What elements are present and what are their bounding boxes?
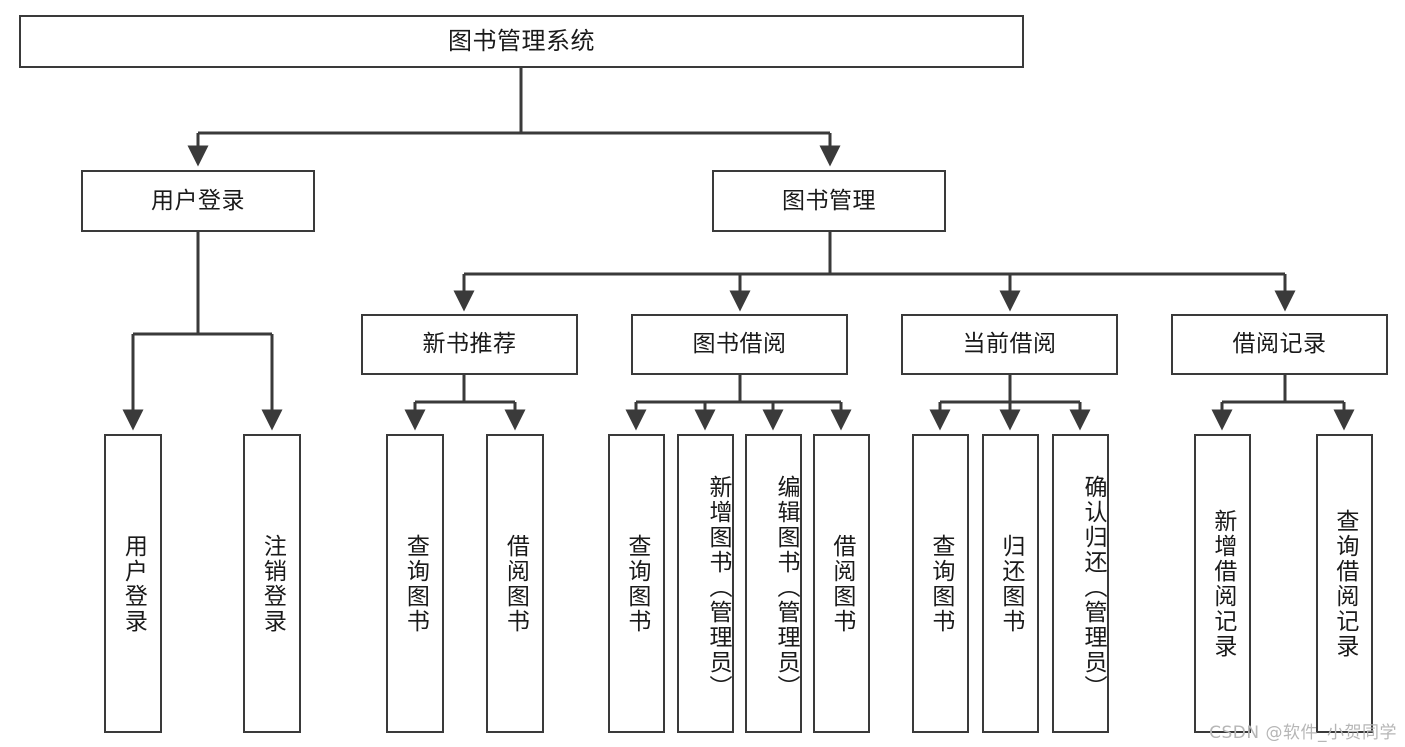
leaf-user-login[interactable]: 用户登录 — [104, 434, 162, 733]
node-label: 新增图书（管理员） — [705, 475, 731, 700]
leaf-edit-book[interactable]: 编辑图书（管理员） — [745, 434, 802, 733]
node-label: 借阅记录 — [1232, 331, 1327, 358]
node-label: 编辑图书（管理员） — [773, 475, 799, 700]
node-label: 确认归还（管理员） — [1080, 475, 1106, 700]
leaf-return-book[interactable]: 归还图书 — [982, 434, 1039, 733]
node-label: 借阅图书 — [502, 533, 529, 634]
node-label: 归还图书 — [997, 533, 1024, 634]
node-label: 用户登录 — [120, 533, 147, 634]
node-label: 新书推荐 — [422, 331, 517, 358]
node-label: 图书管理 — [782, 187, 876, 214]
node-user-login[interactable]: 用户登录 — [81, 170, 315, 232]
leaf-query-book-borrow[interactable]: 查询图书 — [608, 434, 665, 733]
node-label: 新增借阅记录 — [1209, 508, 1236, 659]
node-label: 查询借阅记录 — [1331, 508, 1358, 659]
node-label: 查询图书 — [623, 533, 650, 634]
node-label: 查询图书 — [927, 533, 954, 634]
node-label: 图书借阅 — [692, 331, 787, 358]
node-new-book-recommend[interactable]: 新书推荐 — [361, 314, 578, 375]
leaf-logout-login[interactable]: 注销登录 — [243, 434, 301, 733]
node-label: 图书管理系统 — [448, 26, 595, 55]
leaf-add-book[interactable]: 新增图书（管理员） — [677, 434, 734, 733]
node-book-borrow[interactable]: 图书借阅 — [631, 314, 848, 375]
node-label: 借阅图书 — [828, 533, 855, 634]
leaf-query-borrow-record[interactable]: 查询借阅记录 — [1316, 434, 1373, 733]
leaf-query-book-recommend[interactable]: 查询图书 — [386, 434, 444, 733]
node-current-borrow[interactable]: 当前借阅 — [901, 314, 1118, 375]
node-label: 用户登录 — [151, 187, 245, 214]
leaf-borrow-book-borrow[interactable]: 借阅图书 — [813, 434, 870, 733]
node-root-book-management-system[interactable]: 图书管理系统 — [19, 15, 1024, 68]
leaf-confirm-return[interactable]: 确认归还（管理员） — [1052, 434, 1109, 733]
leaf-add-borrow-record[interactable]: 新增借阅记录 — [1194, 434, 1251, 733]
node-label: 注销登录 — [259, 533, 286, 634]
node-borrow-record[interactable]: 借阅记录 — [1171, 314, 1388, 375]
node-label: 查询图书 — [402, 533, 429, 634]
leaf-borrow-book-recommend[interactable]: 借阅图书 — [486, 434, 544, 733]
node-book-manage[interactable]: 图书管理 — [712, 170, 946, 232]
node-label: 当前借阅 — [962, 331, 1057, 358]
leaf-query-book-current[interactable]: 查询图书 — [912, 434, 969, 733]
